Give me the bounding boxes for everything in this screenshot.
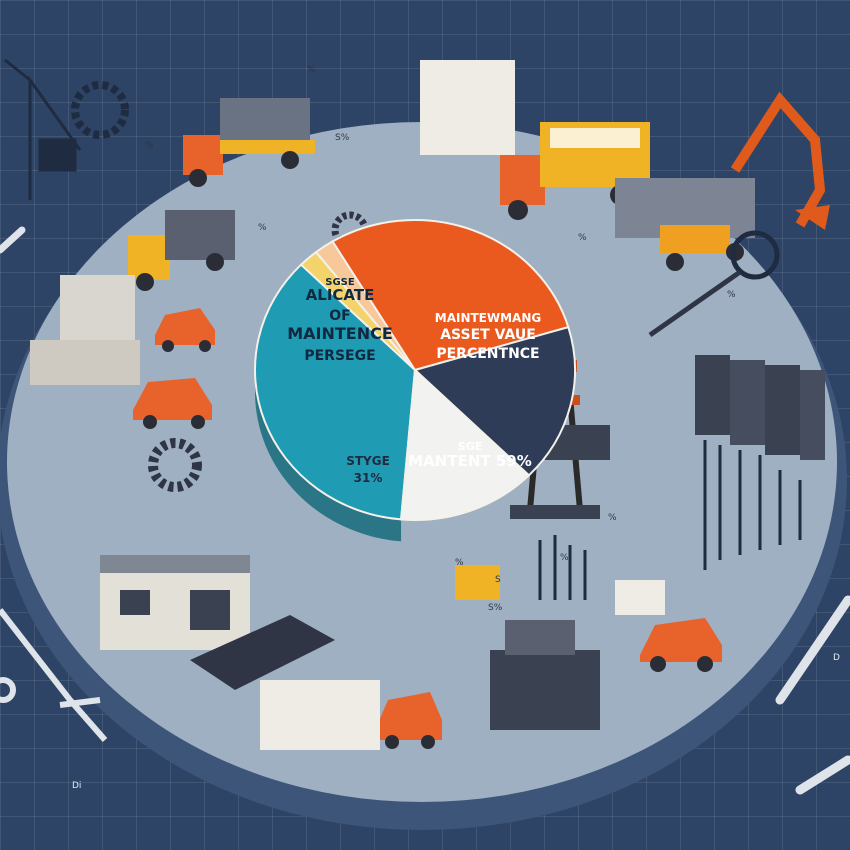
bar-sticks	[538, 440, 802, 600]
pliers-icon	[0, 608, 108, 742]
pie-label-line: MANTENT 59%	[408, 452, 531, 470]
pie-slice-label-3: STYGE 31%	[346, 454, 390, 485]
crate-icon	[260, 680, 380, 750]
building-icon	[30, 275, 140, 385]
wrench-icon	[0, 226, 26, 254]
pie-label-line: MAINTEWMANG	[435, 311, 541, 325]
crate-icon	[455, 565, 500, 600]
car-icon	[133, 378, 212, 429]
pie-slice-label-1: MAINTEWMANG ASSET VAUE PERCENTNCE	[435, 311, 541, 362]
tiny-mark: %	[727, 290, 736, 300]
pie-slice-2	[413, 325, 576, 477]
tiny-mark: S	[495, 575, 501, 585]
gear-icon	[71, 81, 129, 139]
truck-icon	[128, 210, 235, 291]
equipment-decor	[0, 58, 850, 795]
pie-label-line: PERSEGE	[304, 348, 375, 364]
tiny-mark: %	[258, 223, 267, 233]
wrench-icon	[795, 755, 850, 795]
excavator-icon	[730, 91, 830, 230]
car-icon	[155, 308, 215, 352]
truck-icon	[183, 98, 315, 187]
wrench-icon	[775, 595, 850, 705]
pie-label-line: 31%	[354, 471, 383, 485]
tiny-mark: %	[560, 553, 569, 563]
pie-label-line: OF	[329, 308, 350, 324]
car-icon	[375, 692, 442, 749]
pie-label-line: SGE	[458, 440, 482, 453]
tiny-mark: %	[608, 513, 617, 523]
tiny-mark: %	[145, 141, 154, 151]
pie-label-line: MAINTENCE	[287, 324, 393, 343]
pie-label-line: SGSE	[325, 277, 355, 288]
pie-slice-0	[254, 263, 417, 521]
container-icon	[615, 178, 755, 271]
tiny-mark: S%	[488, 603, 503, 613]
building-icon	[100, 555, 250, 650]
tiny-mark: Di	[72, 781, 81, 791]
car-icon	[640, 618, 722, 672]
tiny-mark: %	[455, 558, 464, 568]
tiny-marks: %% S%%%%% S S%%% Di D	[72, 65, 840, 791]
pie-slice-3	[399, 367, 531, 521]
pie-slice-1	[331, 219, 570, 372]
pie-slice-wall	[255, 370, 402, 542]
crane-icon	[4, 58, 82, 200]
crate-icon	[615, 580, 665, 615]
tiny-mark: S%	[335, 133, 350, 143]
magnifier-icon	[648, 230, 780, 338]
tiny-mark: %	[578, 233, 587, 243]
tiny-mark: D	[833, 653, 840, 663]
tiny-mark: %	[307, 65, 316, 75]
crate-icon	[420, 60, 515, 155]
keyboard-icon	[190, 615, 335, 690]
truck-icon	[500, 122, 650, 220]
pie-label-line: STYGE	[346, 454, 390, 468]
gear-icon	[148, 438, 202, 492]
pie-label-line: ASSET VAUE	[440, 327, 536, 343]
pie-label-line: ALICATE	[306, 286, 375, 304]
pie-label-line: PERCENTNCE	[436, 346, 539, 362]
server-icon	[695, 355, 825, 460]
building-icon	[490, 620, 600, 730]
